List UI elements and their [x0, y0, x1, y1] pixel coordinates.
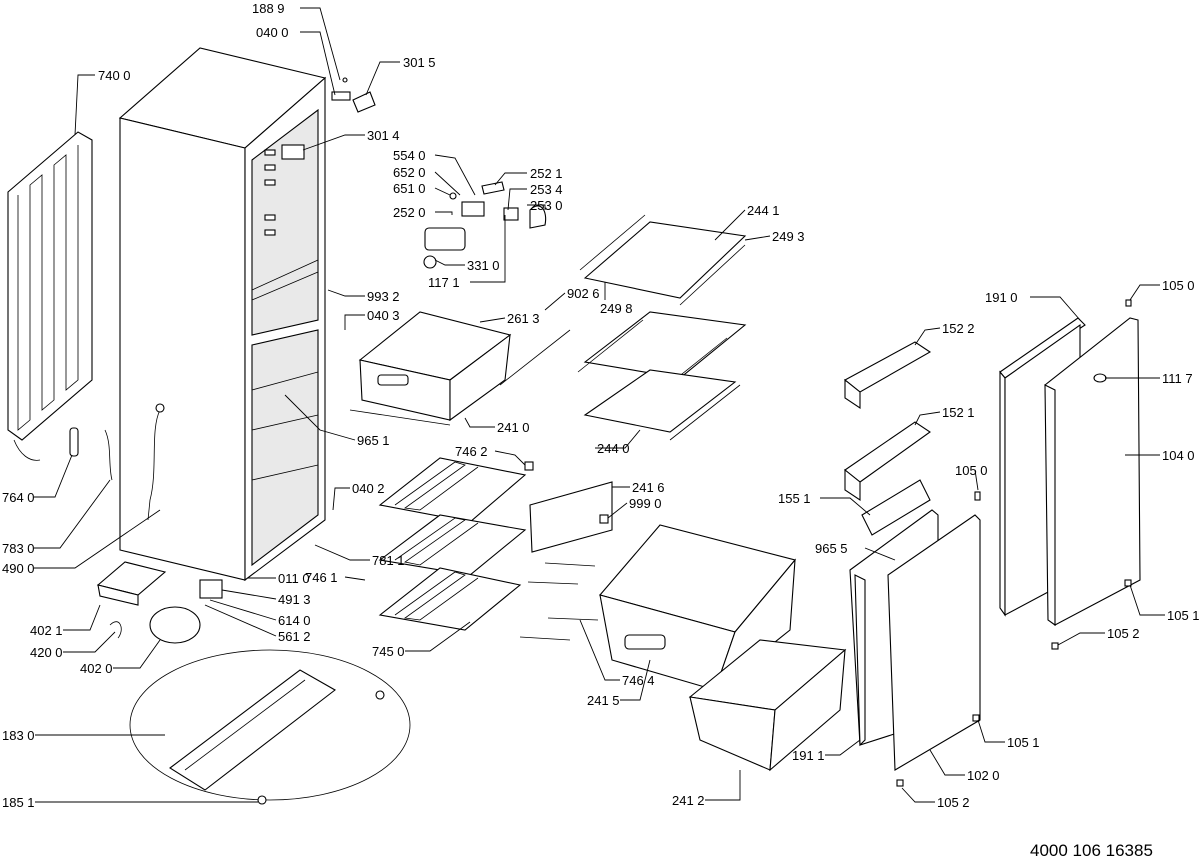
part-label: 554 0 [393, 148, 426, 163]
part-label: 104 0 [1162, 448, 1195, 463]
part-label: 183 0 [2, 728, 35, 743]
part-label: 117 1 [428, 275, 460, 290]
drain-pipes [69, 427, 113, 481]
part-label: 746 4 [622, 673, 655, 688]
part-label: 249 8 [600, 301, 633, 316]
leader-lines [34, 7, 1165, 803]
part-label: 746 2 [455, 444, 488, 459]
part-label: 105 1 [1007, 735, 1040, 750]
part-label: 902 6 [567, 286, 600, 301]
part-label: 105 2 [1107, 626, 1140, 641]
part-label: 252 1 [530, 166, 563, 181]
freezer-drawers [599, 524, 847, 772]
glass-shelves [577, 214, 747, 441]
part-label: 105 0 [1162, 278, 1195, 293]
part-label: 102 0 [967, 768, 1000, 783]
part-label: 764 0 [2, 490, 35, 505]
part-label: 191 1 [792, 748, 825, 763]
thermostat-assembly [423, 181, 547, 269]
part-label: 490 0 [2, 561, 35, 576]
part-label: 999 0 [629, 496, 662, 511]
part-label: 783 0 [2, 541, 35, 556]
part-label: 331 0 [467, 258, 500, 273]
part-label: 253 4 [530, 182, 563, 197]
part-label: 614 0 [278, 613, 311, 628]
condenser-coil [7, 131, 93, 461]
part-label: 993 2 [367, 289, 400, 304]
part-label: 965 5 [815, 541, 848, 556]
part-label: 244 1 [747, 203, 780, 218]
part-label: 040 0 [256, 25, 289, 40]
part-label: 652 0 [393, 165, 426, 180]
part-label: 252 0 [393, 205, 426, 220]
document-number: 4000 106 16385 [1030, 841, 1153, 860]
part-label: 420 0 [30, 645, 63, 660]
part-label: 191 0 [985, 290, 1018, 305]
part-label: 105 2 [937, 795, 970, 810]
part-label: 965 1 [357, 433, 390, 448]
part-label: 491 3 [278, 592, 311, 607]
base-plate [129, 649, 411, 805]
part-label: 241 5 [587, 693, 620, 708]
part-label: 105 1 [1167, 608, 1200, 623]
part-label: 261 3 [507, 311, 540, 326]
part-label: 301 5 [403, 55, 436, 70]
part-label: 241 0 [497, 420, 530, 435]
part-label: 781 1 [372, 553, 405, 568]
part-label: 745 0 [372, 644, 405, 659]
part-label: 105 0 [955, 463, 988, 478]
part-label: 244 0 [597, 441, 630, 456]
part-label: 561 2 [278, 629, 311, 644]
part-label: 746 1 [305, 570, 338, 585]
part-label: 040 3 [367, 308, 400, 323]
part-label: 040 2 [352, 481, 385, 496]
part-label: 402 0 [80, 661, 113, 676]
part-label: 301 4 [367, 128, 400, 143]
wire-shelves [378, 457, 534, 631]
part-label: 402 1 [30, 623, 63, 638]
part-label: 011 0 [278, 571, 310, 586]
part-label: 253 0 [530, 198, 563, 213]
part-label: 155 1 [778, 491, 811, 506]
doors [849, 299, 1141, 787]
part-label: 152 1 [942, 405, 975, 420]
top-hinge-parts [331, 77, 376, 113]
part-label: 241 6 [632, 480, 665, 495]
refrigerator-cabinet [118, 47, 327, 582]
drawer-rails [519, 562, 599, 641]
part-label: 111 7 [1162, 371, 1193, 386]
part-labels: 188 9 040 0 301 5 740 0 301 4 554 0 652 … [2, 1, 1200, 810]
compressor-and-tray [96, 561, 223, 644]
part-label: 651 0 [393, 181, 426, 196]
part-label: 249 3 [772, 229, 805, 244]
part-label: 241 2 [672, 793, 705, 808]
freezer-flap [529, 481, 613, 553]
upper-drawer [349, 311, 571, 426]
part-label: 185 1 [2, 795, 35, 810]
door-bins [844, 341, 932, 536]
part-label: 152 2 [942, 321, 975, 336]
part-label: 740 0 [98, 68, 131, 83]
part-label: 188 9 [252, 1, 285, 16]
